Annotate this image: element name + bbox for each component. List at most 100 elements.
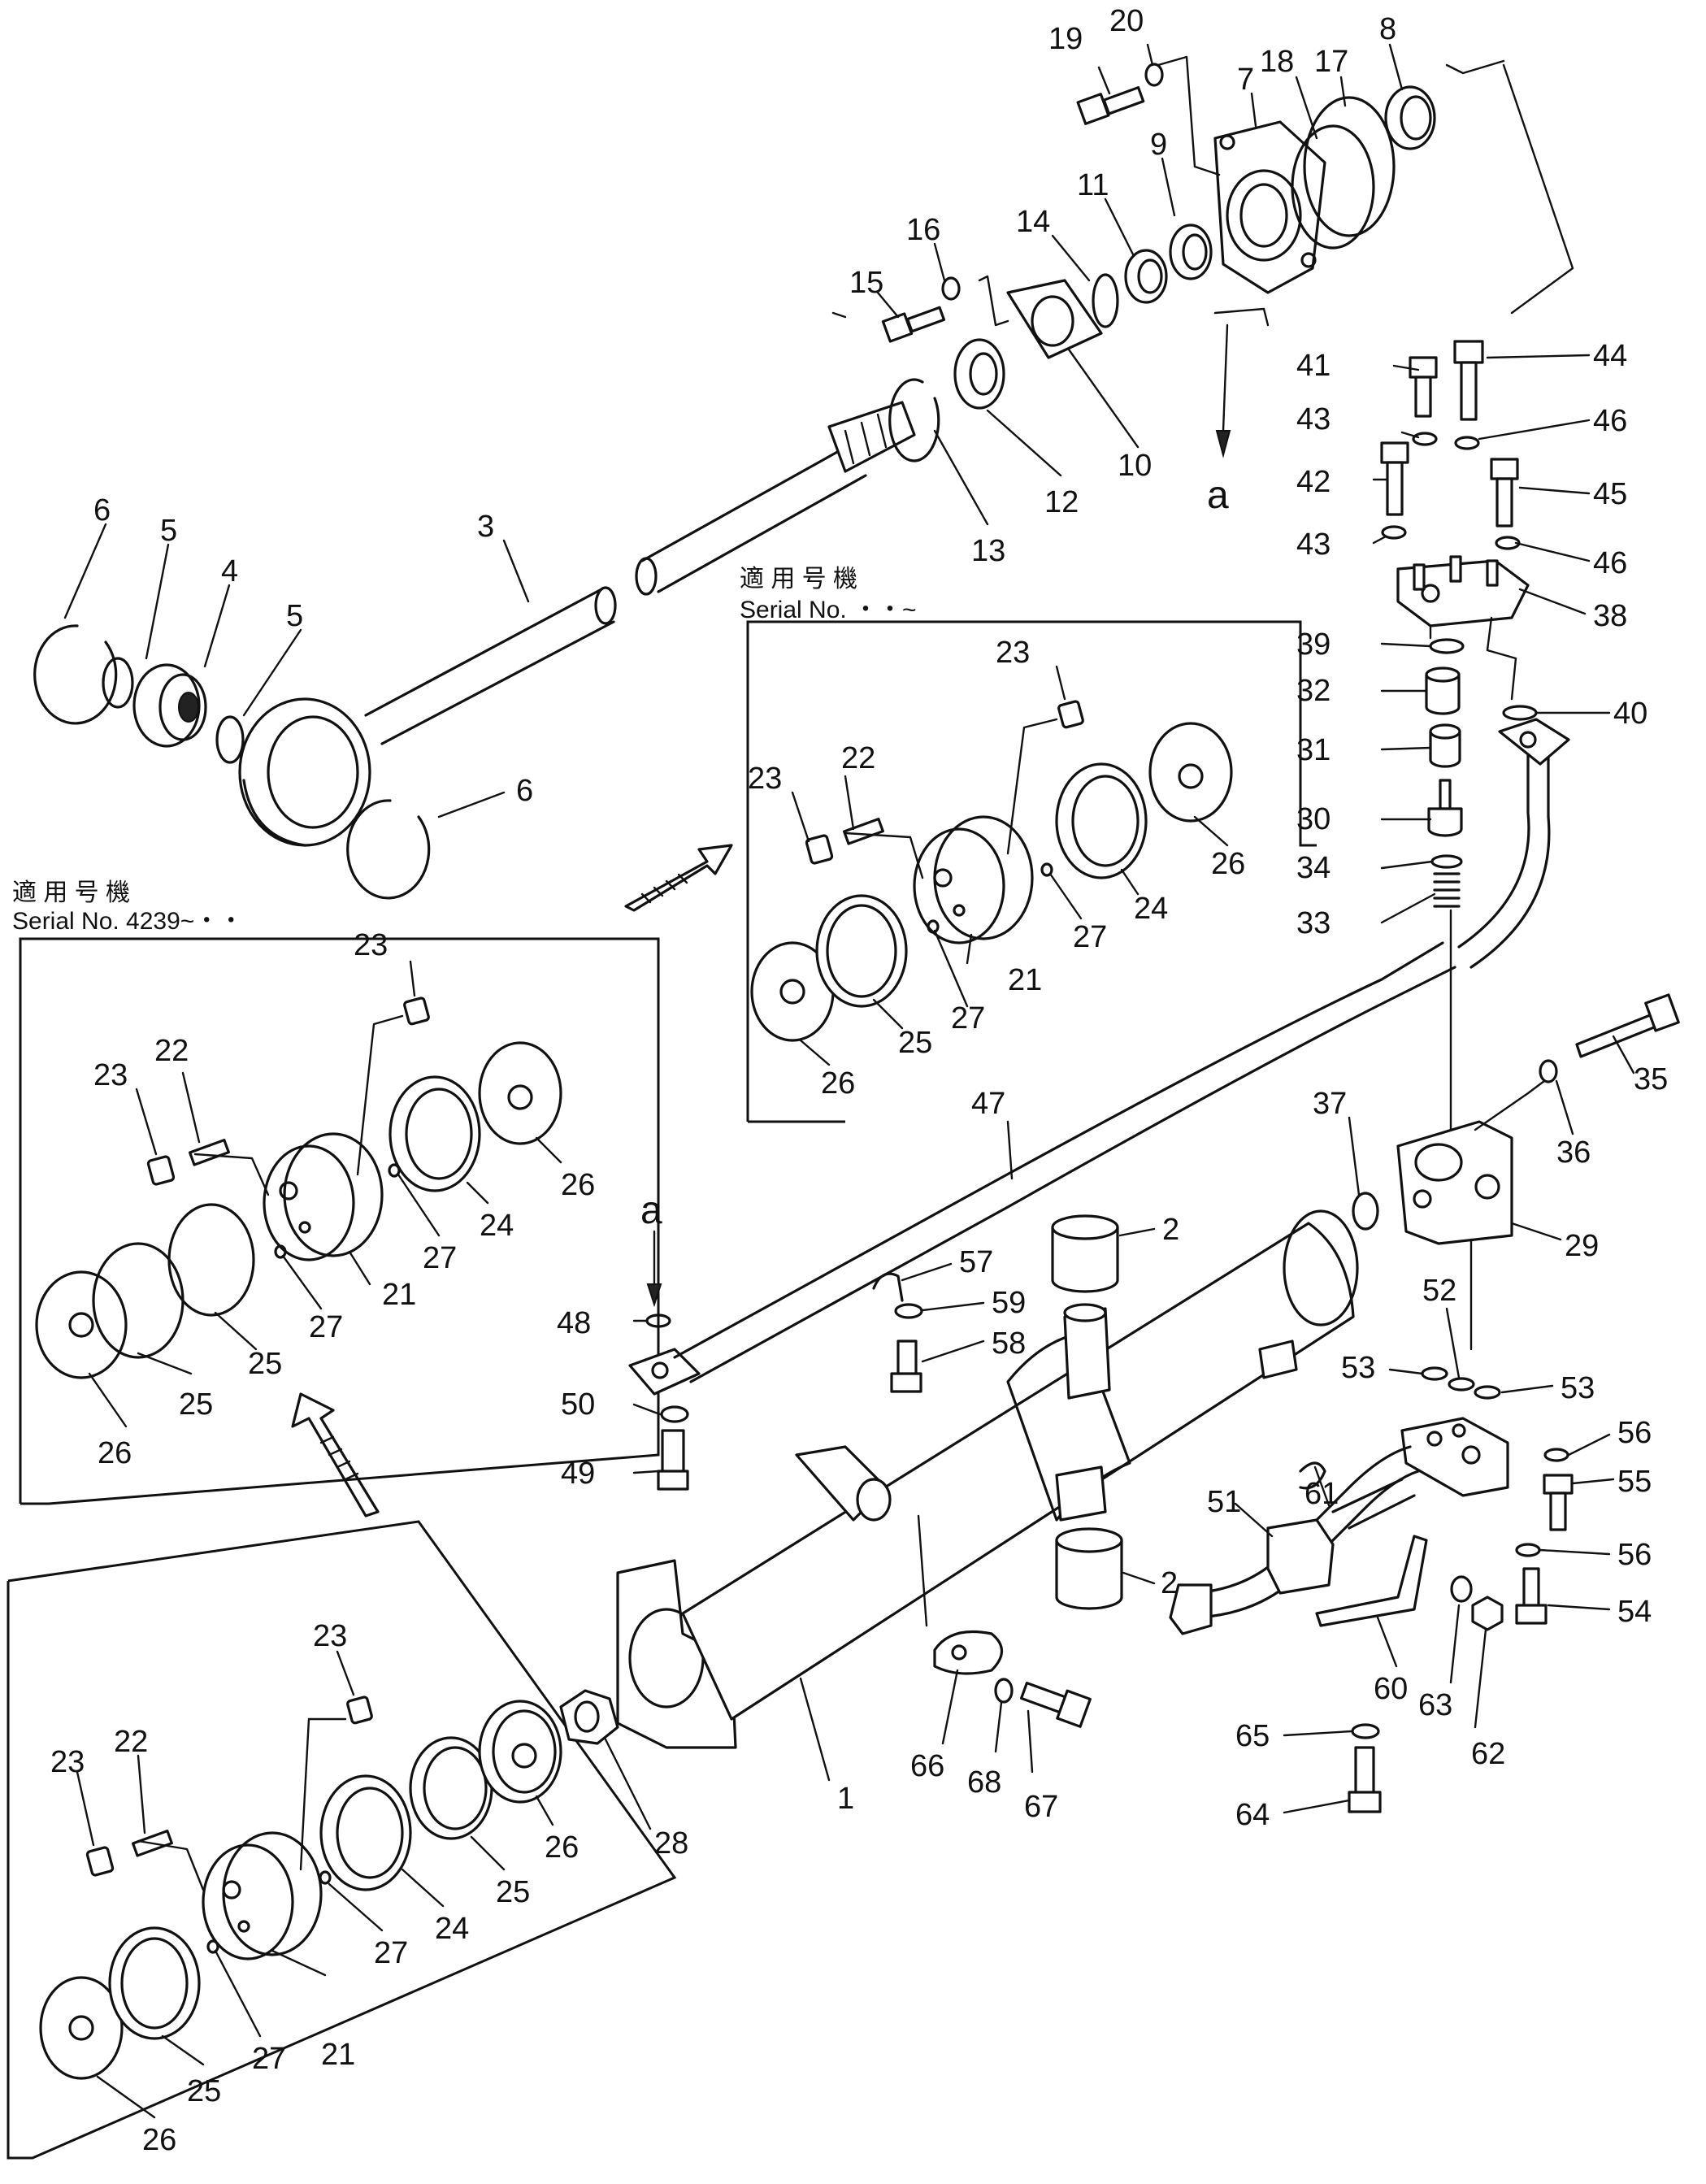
callout-53a: 53 — [1341, 1351, 1375, 1385]
bolt-41 — [1409, 356, 1438, 418]
callout-25-bottom-a: 25 — [496, 1875, 530, 1909]
rod-head-7 — [1213, 120, 1326, 294]
seal-9 — [1169, 224, 1213, 280]
ring-18 — [1291, 124, 1375, 250]
callout-44: 44 — [1593, 339, 1627, 373]
callout-2b: 2 — [1161, 1566, 1178, 1600]
callout-21-top: 21 — [1008, 963, 1042, 997]
callout-27-left-b: 27 — [309, 1310, 343, 1344]
manifold — [1400, 1417, 1509, 1497]
callout-22-top: 22 — [841, 741, 875, 775]
inset-frame-left — [19, 937, 660, 1505]
bolt-55 — [1543, 1474, 1574, 1531]
callout-numbers: 1 2 2 3 4 5 5 6 6 7 8 9 10 11 12 13 14 1… — [50, 4, 1668, 2157]
inset-left-piston — [35, 996, 562, 1379]
callout-57: 57 — [959, 1245, 993, 1279]
bushing-lower — [1055, 1527, 1123, 1610]
callout-29: 29 — [1565, 1229, 1599, 1263]
callout-16: 16 — [906, 213, 940, 247]
callout-52: 52 — [1422, 1274, 1456, 1308]
callout-25-left-a: 25 — [248, 1347, 282, 1381]
callout-27-bottom-b: 27 — [252, 2042, 286, 2076]
callout-49: 49 — [561, 1457, 595, 1491]
callout-25-left-b: 25 — [179, 1387, 213, 1422]
washer-20 — [1144, 63, 1164, 87]
callout-2a: 2 — [1162, 1213, 1179, 1247]
piston-nut — [559, 1689, 619, 1745]
callout-27-left-a: 27 — [423, 1241, 457, 1275]
svg-text:Serial No. 4239~・・: Serial No. 4239~・・ — [12, 908, 243, 935]
pipe-flange-small — [628, 1313, 701, 1491]
callout-23-bottom-b: 23 — [50, 1745, 85, 1779]
washer-56b — [1515, 1543, 1541, 1557]
callout-32: 32 — [1296, 674, 1331, 708]
callout-22-left: 22 — [154, 1034, 189, 1068]
callout-53b: 53 — [1561, 1371, 1595, 1405]
callout-23-top-a: 23 — [996, 636, 1030, 670]
callout-27-top-b: 27 — [951, 1001, 985, 1036]
callout-5a: 5 — [160, 514, 177, 548]
serial-note-left: 適 用 号 機 Serial No. 4239~・・ — [12, 879, 243, 935]
callout-50: 50 — [561, 1387, 595, 1422]
spring-33 — [1433, 872, 1461, 908]
callout-46a: 46 — [1593, 404, 1627, 438]
o-ring-39 — [1429, 638, 1465, 654]
callout-51: 51 — [1207, 1485, 1241, 1519]
bracket-60 — [1315, 1535, 1428, 1627]
callout-39: 39 — [1296, 627, 1331, 662]
clip-57-59-58 — [872, 1272, 923, 1393]
callout-60: 60 — [1374, 1672, 1408, 1706]
seal-ring-5b — [215, 715, 245, 764]
callout-41: 41 — [1296, 349, 1331, 383]
bearing-12 — [953, 338, 1005, 410]
callout-27-top-a: 27 — [1073, 920, 1107, 954]
callout-26-bottom-b: 26 — [142, 2123, 176, 2157]
clip-61 — [1299, 1461, 1326, 1490]
callout-20: 20 — [1109, 4, 1144, 38]
o-ring-40 — [1502, 705, 1538, 721]
callout-27-bottom-a: 27 — [374, 1936, 408, 1970]
callout-21-left: 21 — [382, 1278, 416, 1312]
washer-63 — [1450, 1575, 1473, 1603]
callout-61: 61 — [1304, 1477, 1339, 1511]
seal-ring-5a — [102, 657, 134, 709]
view-mark-upper: a — [1207, 474, 1229, 517]
callout-24-left: 24 — [480, 1209, 514, 1243]
callout-23-top-b: 23 — [748, 762, 782, 796]
callout-26-top-a: 26 — [1211, 847, 1245, 881]
inset-frame-top — [746, 620, 1317, 1123]
washer-56a — [1543, 1448, 1569, 1462]
callout-68: 68 — [967, 1765, 1001, 1800]
callout-64: 64 — [1235, 1798, 1270, 1832]
callout-24-bottom: 24 — [435, 1912, 469, 1946]
seal-11 — [1124, 249, 1168, 304]
callout-19: 19 — [1048, 22, 1083, 56]
callout-26-left-a: 26 — [561, 1168, 595, 1202]
callout-43a: 43 — [1296, 402, 1331, 436]
washer-36 — [1539, 1059, 1558, 1083]
leader-lines-top — [831, 55, 1574, 458]
o-ring-53a — [1421, 1366, 1448, 1381]
callout-15: 15 — [849, 266, 883, 300]
o-ring-14 — [1092, 273, 1119, 328]
snap-ring-13 — [888, 378, 940, 462]
callout-55: 55 — [1617, 1465, 1652, 1499]
callout-23-bottom-a: 23 — [313, 1619, 347, 1653]
rod-eye — [238, 697, 371, 847]
bolt-44 — [1453, 340, 1484, 421]
callout-9: 9 — [1150, 128, 1167, 162]
callout-31: 31 — [1296, 733, 1331, 767]
callout-13: 13 — [971, 534, 1005, 568]
callout-47: 47 — [971, 1087, 1005, 1121]
svg-text:Serial No. ・・~: Serial No. ・・~ — [740, 597, 917, 623]
callout-24-top: 24 — [1134, 892, 1168, 926]
o-ring-37 — [1352, 1192, 1379, 1231]
view-mark-lower: a — [640, 1189, 662, 1308]
spherical-bushing — [132, 663, 207, 748]
poppet-30 — [1427, 779, 1463, 837]
flange-38 — [1396, 555, 1530, 627]
callout-30: 30 — [1296, 802, 1331, 836]
callout-7: 7 — [1237, 63, 1254, 97]
inset-bottom-piston — [39, 1392, 562, 2080]
